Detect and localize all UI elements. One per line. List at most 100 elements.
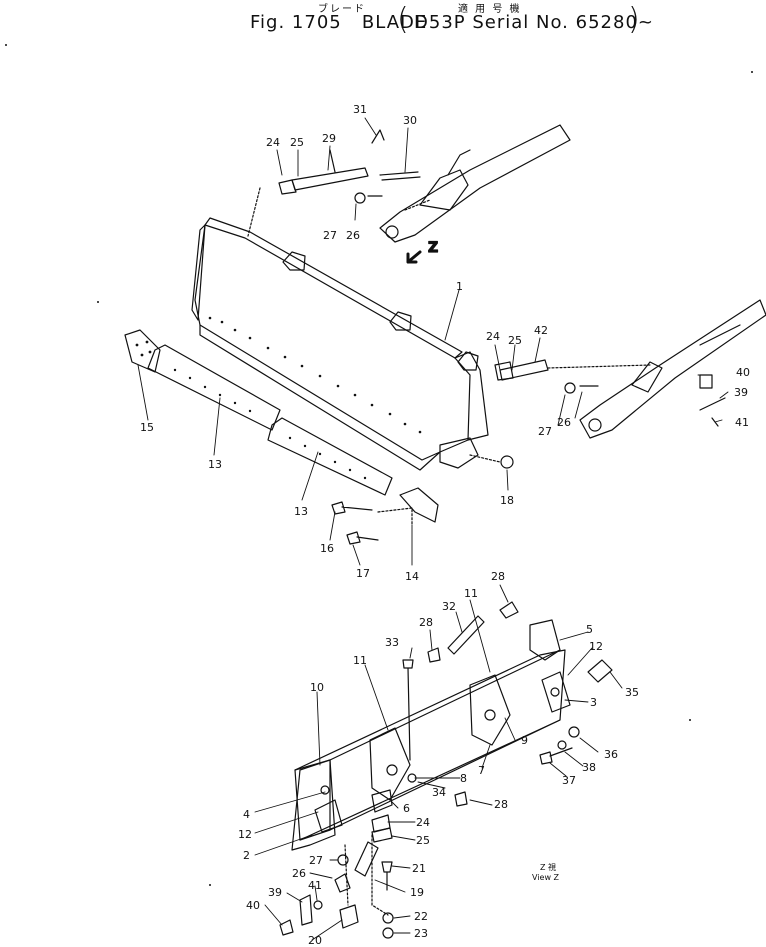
view-z-assembly xyxy=(279,601,613,939)
callout-34: 34 xyxy=(432,786,446,799)
serial-label: Serial No. xyxy=(472,12,569,33)
callout-35: 35 xyxy=(625,686,639,699)
grease-fitting-28b xyxy=(427,647,441,663)
callout-38: 38 xyxy=(582,761,596,774)
callout-40: 40 xyxy=(246,899,260,912)
callout-26: 26 xyxy=(346,229,360,242)
callout-39: 39 xyxy=(734,386,748,399)
jp-applicable-models: 適 用 号 機 xyxy=(458,4,522,15)
blade-face xyxy=(194,224,471,461)
callout-10: 10 xyxy=(310,681,324,694)
callout-12: 12 xyxy=(238,828,252,841)
callout-6: 6 xyxy=(403,802,410,815)
right-bracket-5 xyxy=(529,619,561,661)
callout-39: 39 xyxy=(268,886,282,899)
callout-42: 42 xyxy=(534,324,548,337)
blade-back-frame xyxy=(294,649,566,841)
callout-40: 40 xyxy=(736,366,750,379)
bolt-37 xyxy=(539,747,573,765)
bolt-17 xyxy=(346,531,379,545)
callout-16: 16 xyxy=(320,542,334,555)
callout-5: 5 xyxy=(586,623,593,636)
callout-28: 28 xyxy=(419,616,433,629)
callout-23: 23 xyxy=(414,927,428,940)
callout-7: 7 xyxy=(478,764,485,777)
blade-guard-2 xyxy=(389,311,412,331)
callout-19: 19 xyxy=(410,886,424,899)
pin-39 xyxy=(299,894,313,926)
blade-bolt-holes xyxy=(208,316,422,434)
callout-27: 27 xyxy=(323,229,337,242)
callout-29: 29 xyxy=(322,132,336,145)
callout-28: 28 xyxy=(494,798,508,811)
left-paren: ( xyxy=(397,2,409,37)
bolt-33 xyxy=(402,659,414,761)
nut-23 xyxy=(382,927,394,939)
washer-38 xyxy=(557,740,567,750)
blade-lower-lip xyxy=(199,324,441,471)
left-mounting-bracket xyxy=(291,759,336,851)
nut-18 xyxy=(500,455,514,469)
right-push-arm xyxy=(579,299,766,439)
callout-25: 25 xyxy=(290,136,304,149)
callout-22: 22 xyxy=(414,910,428,923)
figure-title: BLADE xyxy=(361,12,428,33)
bolt-16 xyxy=(331,501,373,515)
blade-top-edge xyxy=(204,217,463,359)
serial-info: D53P Serial No. 65280~ xyxy=(414,12,654,33)
callout-4: 4 xyxy=(243,808,250,821)
callout-24: 24 xyxy=(486,330,500,343)
callout-41: 41 xyxy=(308,879,322,892)
figure-number: Fig. 1705 xyxy=(250,12,342,33)
figure-title-line: Fig. 1705 BLADE xyxy=(250,12,427,33)
blade-right-bracket xyxy=(439,437,479,469)
model-name: D53P xyxy=(414,12,466,33)
callout-33: 33 xyxy=(385,636,399,649)
cutting-edges xyxy=(124,329,439,523)
callout-8: 8 xyxy=(460,772,467,785)
callout-27: 27 xyxy=(538,425,552,438)
callout-15: 15 xyxy=(140,421,154,434)
callout-25: 25 xyxy=(416,834,430,847)
bolt-26 xyxy=(334,873,351,893)
left-push-arm xyxy=(379,124,571,243)
end-bit-right xyxy=(399,487,439,523)
washer-27 xyxy=(337,854,349,866)
blade-assembly xyxy=(191,217,489,471)
callout-30: 30 xyxy=(403,114,417,127)
bolt-40 xyxy=(279,919,294,936)
shim-25 xyxy=(371,827,393,843)
z-arrow xyxy=(406,250,422,264)
callout-31: 31 xyxy=(353,103,367,116)
nut-41 xyxy=(313,900,323,910)
bolt-21 xyxy=(381,861,393,891)
right-bracket-3 xyxy=(541,671,571,713)
blade-guard-1 xyxy=(282,251,306,271)
callout-26: 26 xyxy=(292,867,306,880)
callout-11: 11 xyxy=(353,654,367,667)
callout-27: 27 xyxy=(309,854,323,867)
cutting-edge-left xyxy=(147,344,281,431)
callout-labels: 31 30 24 25 29 27 26 1 15 13 13 24 25 42… xyxy=(140,103,750,947)
callout-25: 25 xyxy=(508,334,522,347)
callout-13: 13 xyxy=(294,505,308,518)
callout-28: 28 xyxy=(491,570,505,583)
callout-3: 3 xyxy=(590,696,597,709)
blade-side-plate xyxy=(191,224,206,321)
callout-24: 24 xyxy=(416,816,430,829)
pin-32 xyxy=(447,615,485,655)
jp-part-name: ブレード xyxy=(318,4,366,15)
z-arrow-label: Z xyxy=(428,240,438,256)
blade-guard-3 xyxy=(457,351,479,371)
grease-fitting-28a xyxy=(499,601,519,619)
grease-fitting-28c xyxy=(454,791,468,807)
brace-right xyxy=(494,359,726,427)
right-paren: ) xyxy=(628,2,640,37)
view-z-en: View Z xyxy=(532,873,560,882)
callout-37: 37 xyxy=(562,774,576,787)
callout-11: 11 xyxy=(464,587,478,600)
callout-20: 20 xyxy=(308,934,322,947)
leader-lines xyxy=(137,117,729,941)
callout-26: 26 xyxy=(557,416,571,429)
